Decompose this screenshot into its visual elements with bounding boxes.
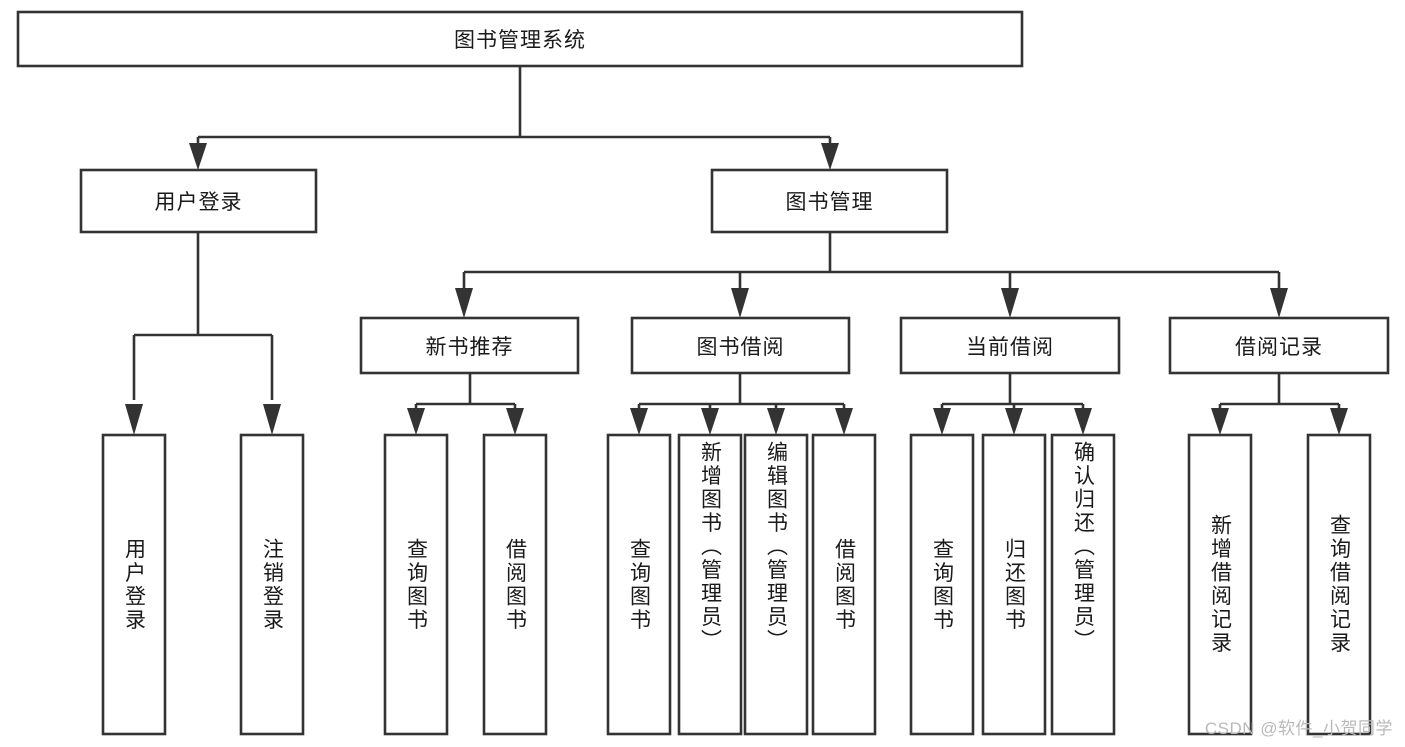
node-box-leaf-9[interactable] — [981, 433, 1047, 736]
node-box-book-borrow[interactable] — [630, 316, 851, 375]
node-box-current-borrow[interactable] — [899, 316, 1121, 375]
arrow-icon — [1270, 288, 1288, 318]
arrow-icon — [933, 408, 951, 435]
node-box-leaf-4[interactable] — [606, 433, 672, 736]
arrow-icon — [455, 288, 473, 318]
connector-group-user-login — [125, 232, 281, 435]
node-box-leaf-8[interactable] — [909, 433, 975, 736]
arrow-icon — [701, 408, 719, 435]
node-box-leaf-6[interactable] — [743, 433, 809, 736]
node-box-leaf-11[interactable] — [1187, 433, 1253, 736]
node-box-borrow-records[interactable] — [1168, 316, 1390, 375]
arrow-icon — [125, 404, 143, 435]
arrow-icon — [1074, 408, 1092, 435]
node-box-book-management[interactable] — [710, 168, 949, 234]
node-box-user-login[interactable] — [79, 168, 318, 234]
node-box-leaf-0[interactable] — [101, 433, 167, 736]
csdn-watermark: CSDN @软件_小贺同学 — [1204, 719, 1393, 738]
node-box-root[interactable] — [16, 10, 1024, 68]
arrow-icon — [263, 404, 281, 435]
node-box-new-book-recommend[interactable] — [359, 316, 580, 375]
node-box-leaf-1[interactable] — [239, 433, 305, 736]
node-box-leaf-12[interactable] — [1306, 433, 1372, 736]
arrow-icon — [407, 408, 425, 435]
node-box-leaf-10[interactable] — [1050, 433, 1116, 736]
node-box-leaf-3[interactable] — [482, 433, 548, 736]
arrow-icon — [821, 143, 839, 170]
arrow-icon — [835, 408, 853, 435]
arrow-icon — [1005, 408, 1023, 435]
arrow-icon — [767, 408, 785, 435]
arrow-icon — [506, 408, 524, 435]
connector-group-borrow-book — [630, 373, 853, 435]
arrow-icon — [1330, 408, 1348, 435]
connector-group-current-borrow — [933, 373, 1092, 435]
arrow-icon — [189, 143, 207, 170]
node-box-leaf-7[interactable] — [811, 433, 877, 736]
node-box-leaf-5[interactable] — [677, 433, 743, 736]
connector-group-borrow-records — [1211, 373, 1348, 435]
arrow-icon — [1001, 288, 1019, 318]
connector-group-root — [189, 66, 839, 170]
arrow-icon — [1211, 408, 1229, 435]
arrow-icon — [630, 408, 648, 435]
node-box-leaf-2[interactable] — [383, 433, 449, 736]
connector-group-book-mgmt — [455, 232, 1288, 318]
connector-group-new-book — [407, 373, 524, 435]
arrow-icon — [731, 288, 749, 318]
